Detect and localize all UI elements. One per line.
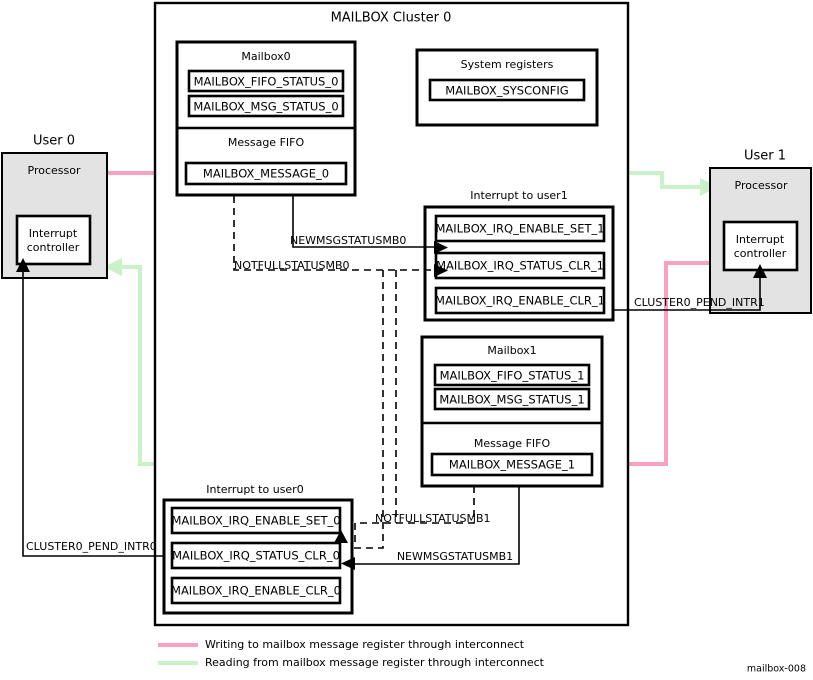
signal-notfullstatusmb0-branch <box>352 270 384 549</box>
signal-notfullstatusmb1-label: NOTFULLSTATUSMB1 <box>375 512 491 525</box>
signal-newmsgstatusmb0: NEWMSGSTATUSMB0 <box>290 196 448 254</box>
irq-enable-set-0-box[interactable] <box>170 506 342 535</box>
mailbox1-fifo-status-label: MAILBOX_FIFO_STATUS_1 <box>440 369 585 383</box>
mailbox1-message-label: MAILBOX_MESSAGE_1 <box>449 458 575 472</box>
mailbox0-message-label: MAILBOX_MESSAGE_0 <box>203 167 329 181</box>
user1-interrupt-controller-box <box>722 220 799 272</box>
signal-cluster0-pend-intr1: CLUSTER0_PEND_INTR1 <box>613 264 767 311</box>
user1-processor-label: Processor <box>735 179 788 192</box>
signal-notfullstatusmb1: NOTFULLSTATUSMB1 <box>334 486 491 543</box>
user0-interrupt-controller-label-line1: Interrupt <box>29 227 78 240</box>
legend-label-write: Writing to mailbox message register thro… <box>205 638 525 651</box>
user0-title: User 0 <box>33 134 75 149</box>
mailbox1-msg-status-label: MAILBOX_MSG_STATUS_1 <box>439 393 584 407</box>
legend-label-read: Reading from mailbox message register th… <box>205 656 545 669</box>
signal-cluster0-pend-intr0: CLUSTER0_PEND_INTR0 <box>16 258 164 557</box>
mailbox1-fifo-status-box[interactable] <box>433 363 591 387</box>
signal-cluster0-pend-intr0-label: CLUSTER0_PEND_INTR0 <box>26 540 157 553</box>
user0-processor-label: Processor <box>28 164 81 177</box>
mailbox0-title: Mailbox0 <box>241 50 290 63</box>
irq-enable-clr-1-box[interactable] <box>434 286 606 315</box>
irq-status-clr-0-label: MAILBOX_IRQ_STATUS_CLR_0 <box>172 549 340 563</box>
irq-enable-clr-0-box[interactable] <box>170 576 342 605</box>
mailbox0-fifo-title: Message FIFO <box>228 136 305 149</box>
interrupt-user1-block: Interrupt to user1 MAILBOX_IRQ_ENABLE_SE… <box>423 189 615 322</box>
irq-enable-set-1-label: MAILBOX_IRQ_ENABLE_SET_1 <box>435 222 604 236</box>
mailbox0-block: Mailbox0 MAILBOX_FIFO_STATUS_0 MAILBOX_M… <box>175 40 357 197</box>
irq-enable-set-0-label: MAILBOX_IRQ_ENABLE_SET_0 <box>171 514 340 528</box>
signal-cluster0-pend-intr1-label: CLUSTER0_PEND_INTR1 <box>634 296 765 309</box>
system-registers-title: System registers <box>461 58 554 71</box>
interrupt-user0-block: Interrupt to user0 MAILBOX_IRQ_ENABLE_SE… <box>162 483 354 615</box>
figure-id-label: mailbox-008 <box>747 664 806 675</box>
mailbox1-message-box[interactable] <box>430 452 594 477</box>
user0-interrupt-controller-label-line2: controller <box>27 241 80 254</box>
user1-interrupt-controller-label-line1: Interrupt <box>736 233 785 246</box>
mailbox0-msg-status-label: MAILBOX_MSG_STATUS_0 <box>193 100 338 114</box>
irq-enable-clr-1-label: MAILBOX_IRQ_ENABLE_CLR_1 <box>435 294 605 308</box>
mailbox1-title: Mailbox1 <box>487 344 536 357</box>
irq-status-clr-0-box[interactable] <box>170 541 342 570</box>
signal-newmsgstatusmb1: NEWMSGSTATUSMB1 <box>341 486 520 570</box>
signal-newmsgstatusmb1-label: NEWMSGSTATUSMB1 <box>397 550 513 563</box>
mailbox1-fifo-title: Message FIFO <box>474 437 551 450</box>
cluster-title: MAILBOX Cluster 0 <box>331 11 452 26</box>
user0-interrupt-controller-box <box>15 214 92 266</box>
signal-newmsgstatusmb0-label: NEWMSGSTATUSMB0 <box>290 234 406 247</box>
interrupt-user1-title: Interrupt to user1 <box>470 189 567 202</box>
user1-interrupt-controller-label-line2: controller <box>734 247 787 260</box>
mailbox0-msg-status-box[interactable] <box>187 94 345 118</box>
mailbox0-fifo-status-label: MAILBOX_FIFO_STATUS_0 <box>194 75 339 89</box>
user0-block: User 0 Processor Interrupt controller <box>1 134 108 279</box>
mailbox0-message-box[interactable] <box>184 161 348 186</box>
legend: Writing to mailbox message register thro… <box>158 638 545 669</box>
mailbox1-block: Mailbox1 MAILBOX_FIFO_STATUS_1 MAILBOX_M… <box>420 335 604 488</box>
signal-notfullstatusmb0-label: NOTFULLSTATUSMB0 <box>234 259 350 272</box>
irq-status-clr-1-label: MAILBOX_IRQ_STATUS_CLR_1 <box>436 259 604 273</box>
mailbox-sysconfig-box[interactable] <box>428 78 586 102</box>
mailbox0-fifo-status-box[interactable] <box>187 69 345 93</box>
system-registers-block: System registers MAILBOX_SYSCONFIG <box>415 48 599 127</box>
irq-enable-clr-0-label: MAILBOX_IRQ_ENABLE_CLR_0 <box>171 584 341 598</box>
mailbox-sysconfig-label: MAILBOX_SYSCONFIG <box>445 84 568 98</box>
mailbox1-msg-status-box[interactable] <box>433 387 591 411</box>
user1-title: User 1 <box>744 149 786 164</box>
signal-notfullstatusmb0: NOTFULLSTATUSMB0 <box>233 196 448 277</box>
irq-enable-set-1-box[interactable] <box>434 214 606 243</box>
interrupt-user0-title: Interrupt to user0 <box>206 483 303 496</box>
